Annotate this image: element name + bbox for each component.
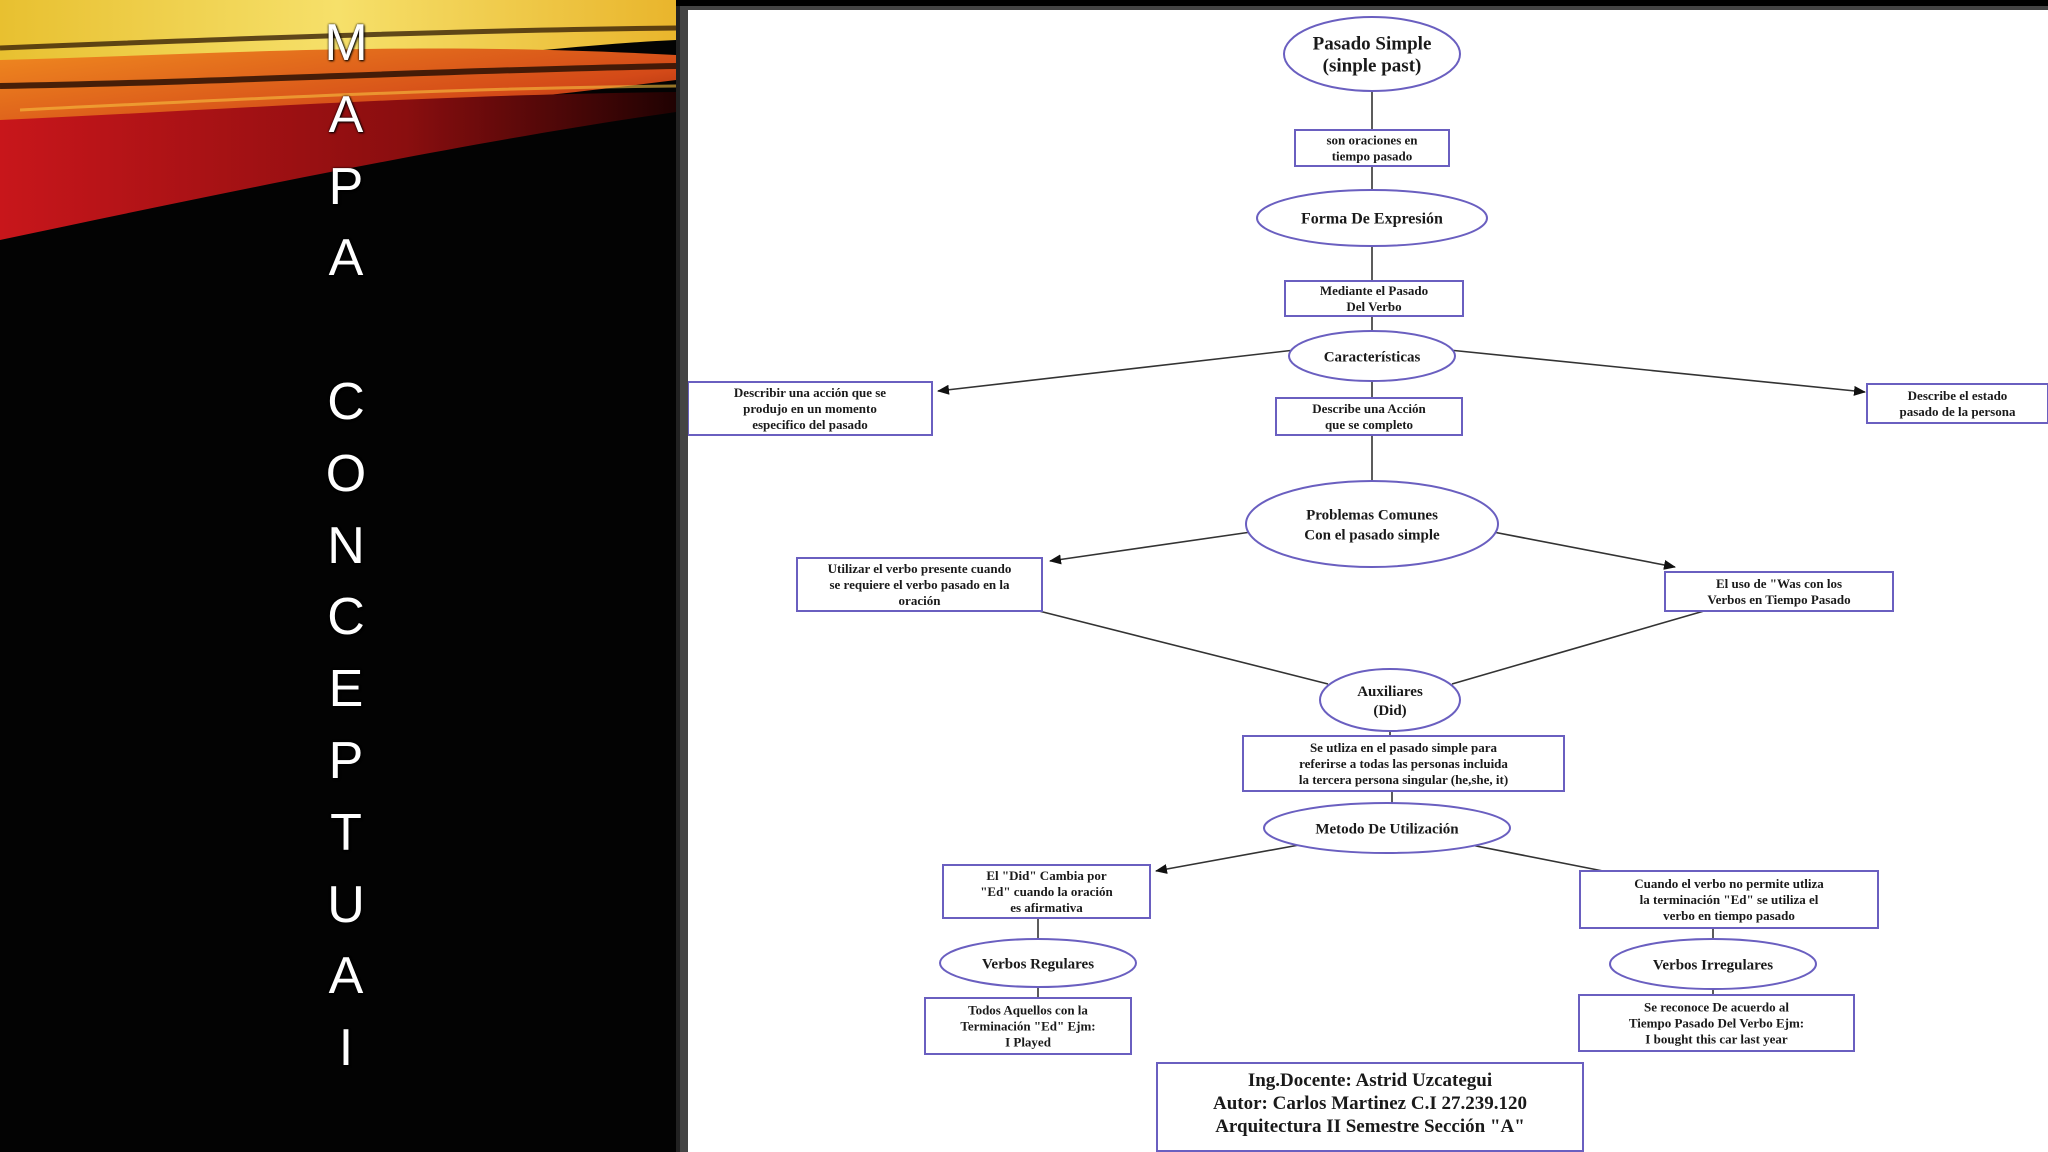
connector-line (937, 349, 1296, 395)
title-letter: C (327, 588, 365, 647)
node-shape (1256, 189, 1488, 247)
title-letter: N (327, 516, 365, 575)
forma-concept-node: Forma De Expresión (1256, 189, 1488, 247)
node-shape (1664, 571, 1894, 612)
title-panel: M A P A C O N C E P T U A I (0, 0, 676, 1152)
caracteristicas-label: Características (1324, 349, 1421, 365)
connector-line (1465, 843, 1604, 872)
connector-line (1451, 610, 1705, 685)
connector-line (1487, 530, 1676, 570)
credits-box-shape (1156, 1062, 1584, 1152)
node-shape (688, 381, 933, 436)
decorative-banner (0, 0, 676, 240)
title-letter: T (330, 803, 362, 862)
node-shape (796, 557, 1043, 612)
caracteristicas-concept-node: Características (1288, 330, 1456, 382)
node-shape (1578, 994, 1855, 1052)
vertical-title: M A P A C O N C E P T U A I (305, 8, 387, 1108)
concept-map-image: Pasado Simple(sinple past) son oraciones … (676, 6, 2048, 1152)
did-cambia-label: El "Did" Cambia por"Ed" cuando la oració… (980, 868, 1113, 915)
node-shape (1609, 938, 1817, 990)
auxiliares-concept-node: Auxiliares(Did) (1319, 668, 1461, 732)
node-shape (939, 938, 1137, 988)
did-cambia-linking-box: El "Did" Cambia por"Ed" cuando la oració… (942, 864, 1151, 919)
connector-line (1448, 349, 1866, 396)
pasado-simple-label: Pasado Simple(sinple past) (1313, 34, 1432, 77)
verbos-irregulares-label: Verbos Irregulares (1653, 957, 1773, 973)
title-letter: I (338, 1019, 354, 1078)
node-shape (1245, 480, 1499, 568)
verbos-regulares-label: Verbos Regulares (982, 956, 1094, 972)
nodes: Pasado Simple(sinple past) son oraciones … (688, 16, 2048, 1152)
connector-line (1049, 530, 1259, 565)
connector-line (1038, 610, 1329, 685)
node-shape (1284, 280, 1464, 317)
node-shape (924, 997, 1132, 1055)
node-shape (1242, 735, 1565, 792)
title-letter: O (325, 444, 367, 503)
title-letter: A (328, 947, 364, 1006)
node-shape (1275, 397, 1463, 436)
node-shape (1263, 802, 1511, 854)
title-letter: U (327, 875, 365, 934)
verbos-irregulares-concept-node: Verbos Irregulares (1609, 938, 1817, 990)
diagram-canvas: Pasado Simple(sinple past) son oraciones … (688, 10, 2048, 1152)
title-letter: A (328, 229, 364, 288)
node-shape (1579, 870, 1879, 929)
metodo-label: Metodo De Utilización (1315, 821, 1459, 837)
title-letter: E (328, 660, 364, 719)
title-letter: A (328, 85, 364, 144)
connector-line (1155, 842, 1311, 874)
node-shape (1288, 330, 1456, 382)
node-shape (1866, 383, 2048, 424)
metodo-concept-node: Metodo De Utilización (1263, 802, 1511, 854)
title-letter: P (328, 731, 364, 790)
title-letter: C (327, 372, 365, 431)
concept-map: Pasado Simple(sinple past) son oraciones … (688, 16, 2048, 1152)
node-shape (1283, 16, 1461, 92)
auxiliares-label: Auxiliares(Did) (1357, 684, 1423, 719)
title-letter: M (324, 14, 368, 72)
forma-label: Forma De Expresión (1301, 211, 1443, 228)
title-letter: P (328, 157, 364, 216)
pasado-simple-concept-node: Pasado Simple(sinple past) (1283, 16, 1461, 92)
node-shape (1319, 668, 1461, 732)
verbos-regulares-concept-node: Verbos Regulares (939, 938, 1137, 988)
title-letter (305, 295, 387, 367)
node-shape (1294, 129, 1450, 167)
node-shape (942, 864, 1151, 919)
